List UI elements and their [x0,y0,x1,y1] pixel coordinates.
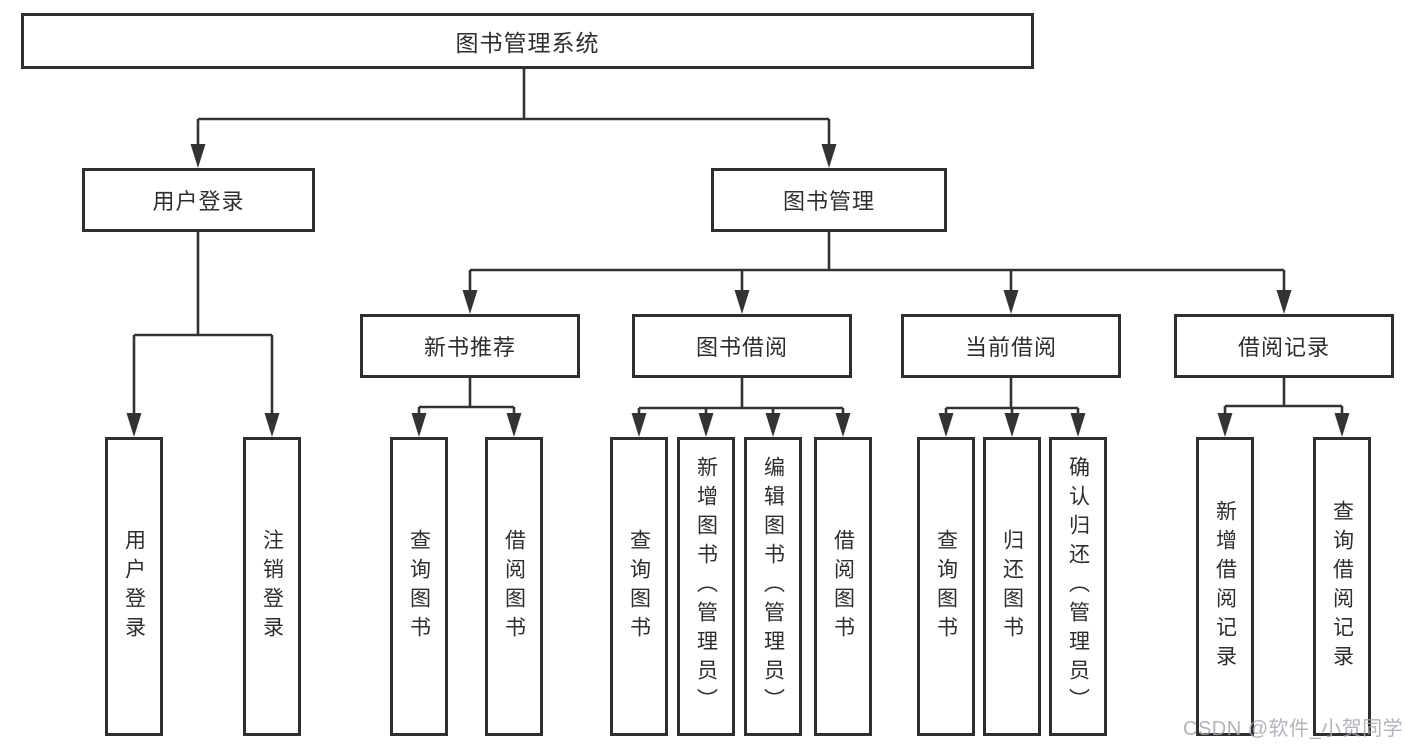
arrowhead [765,413,781,437]
arrowhead [126,413,142,437]
arrowhead [1334,413,1350,437]
leaf-confirm-return-admin: 确认归还（管理员） [1049,437,1107,736]
csdn-watermark: CSDN @软件_小贺同学 [1183,718,1404,740]
leaf-add-borrow-record: 新增借阅记录 [1196,437,1254,736]
arrowhead [938,413,954,437]
leaf-borrow-books: 借阅图书 [814,437,872,736]
leaf-user-login: 用户登录 [105,437,163,736]
leaf-query-books: 查询图书 [610,437,668,736]
arrowhead [734,290,750,314]
node-current-borrowing: 当前借阅 [901,314,1121,378]
leaf-return-books: 归还图书 [983,437,1041,736]
leaf-edit-books-admin: 编辑图书（管理员） [744,437,802,736]
leaf-query-borrow-record: 查询借阅记录 [1313,437,1371,736]
node-new-book-recommendation: 新书推荐 [360,314,580,378]
arrowhead [631,413,647,437]
node-borrowing-records: 借阅记录 [1174,314,1394,378]
node-user-login: 用户登录 [82,168,315,232]
leaf-borrow-books: 借阅图书 [485,437,543,736]
arrowhead [462,290,478,314]
arrowhead [698,413,714,437]
node-library-management-system: 图书管理系统 [21,13,1034,69]
connector-recommend-to-leaves [417,378,516,420]
node-book-borrowing: 图书借阅 [632,314,852,378]
leaf-query-books: 查询图书 [390,437,448,736]
connector-login-to-leaves [132,232,274,420]
arrowhead [1003,290,1019,314]
connector-records-to-leaves [1223,378,1344,420]
leaf-logout: 注销登录 [243,437,301,736]
arrowhead [1004,413,1020,437]
arrowhead [1217,413,1233,437]
arrowhead [1276,290,1292,314]
arrowhead [264,413,280,437]
connector-borrow-to-leaves [637,378,845,420]
node-book-management: 图书管理 [711,168,947,232]
arrowhead [190,144,206,168]
arrowhead [1070,413,1086,437]
leaf-query-books: 查询图书 [917,437,975,736]
arrowhead [506,413,522,437]
arrowhead [411,413,427,437]
arrowhead [821,144,837,168]
arrowhead [835,413,851,437]
connector-root-to-level2 [196,69,831,150]
leaf-add-books-admin: 新增图书（管理员） [677,437,735,736]
connector-management-to-level3 [468,232,1286,296]
